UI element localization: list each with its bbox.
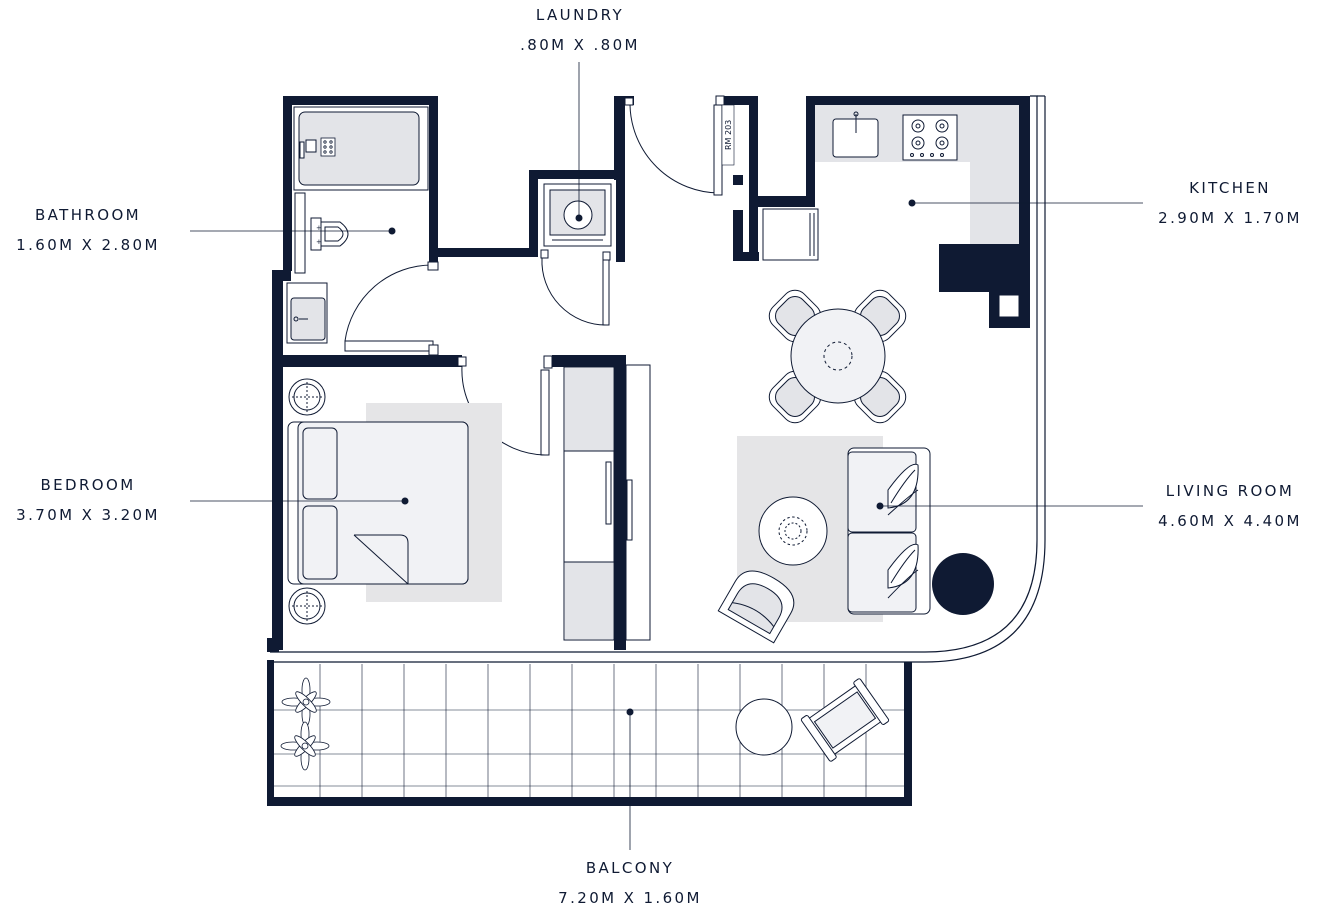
room-dimensions: 2.90M X 1.70M — [1158, 209, 1302, 227]
toilet-icon — [310, 217, 349, 251]
room-tag-text: RM 203 — [724, 120, 733, 150]
balcony-table-icon — [735, 698, 793, 756]
leader-lines — [190, 62, 1143, 850]
sofa-icon — [847, 447, 931, 615]
glazing — [270, 95, 1046, 663]
dining-set — [768, 289, 907, 424]
plant-icon — [280, 677, 331, 771]
room-dimensions: 3.70M X 3.20M — [16, 506, 160, 524]
coffee-table-icon — [758, 496, 828, 566]
bedroom-furniture — [287, 378, 502, 625]
room-name: BEDROOM — [40, 476, 136, 494]
svg-text:+: + — [316, 238, 322, 246]
room-dimensions: 1.60M X 2.80M — [16, 236, 160, 254]
bathroom-sink-icon — [286, 282, 328, 344]
nightstand-lamp-icon — [288, 378, 326, 416]
balcony-furniture — [735, 678, 890, 762]
room-name: LIVING ROOM — [1165, 482, 1295, 500]
room-name: BATHROOM — [34, 206, 141, 224]
label-living-room: LIVING ROOM 4.60M X 4.40M — [1140, 476, 1317, 536]
room-name: KITCHEN — [1189, 179, 1271, 197]
dining-table — [790, 308, 886, 404]
armchair-icon — [717, 570, 795, 644]
lounge-chair-icon — [800, 678, 890, 762]
nightstand-lamp-icon — [288, 587, 326, 625]
room-name: LAUNDRY — [535, 6, 625, 24]
room-dimensions: .80M X .80M — [520, 36, 640, 54]
kitchen-fixtures — [762, 105, 1019, 261]
room-dimensions: 4.60M X 4.40M — [1158, 512, 1302, 530]
room-dimensions: 7.20M X 1.60M — [558, 889, 702, 907]
walls — [267, 96, 1030, 806]
label-balcony: BALCONY 7.20M X 1.60M — [530, 853, 730, 913]
fridge-icon — [762, 208, 819, 261]
room-tag: RM 203 — [721, 104, 735, 166]
bathroom-fixtures: + + — [286, 106, 429, 344]
wardrobe — [563, 364, 651, 641]
ottoman-icon — [932, 553, 994, 615]
label-kitchen: KITCHEN 2.90M X 1.70M — [1140, 173, 1317, 233]
bed-icon — [287, 421, 469, 585]
bath-controls-icon — [320, 137, 336, 157]
svg-text:+: + — [316, 224, 322, 232]
label-bathroom: BATHROOM 1.60M X 2.80M — [0, 200, 176, 260]
living-furniture — [717, 436, 994, 644]
room-name: BALCONY — [585, 859, 675, 877]
kitchen-sink-icon — [832, 111, 879, 158]
label-bedroom: BEDROOM 3.70M X 3.20M — [0, 470, 176, 530]
cooktop-icon — [902, 114, 958, 161]
label-laundry: LAUNDRY .80M X .80M — [480, 0, 680, 60]
